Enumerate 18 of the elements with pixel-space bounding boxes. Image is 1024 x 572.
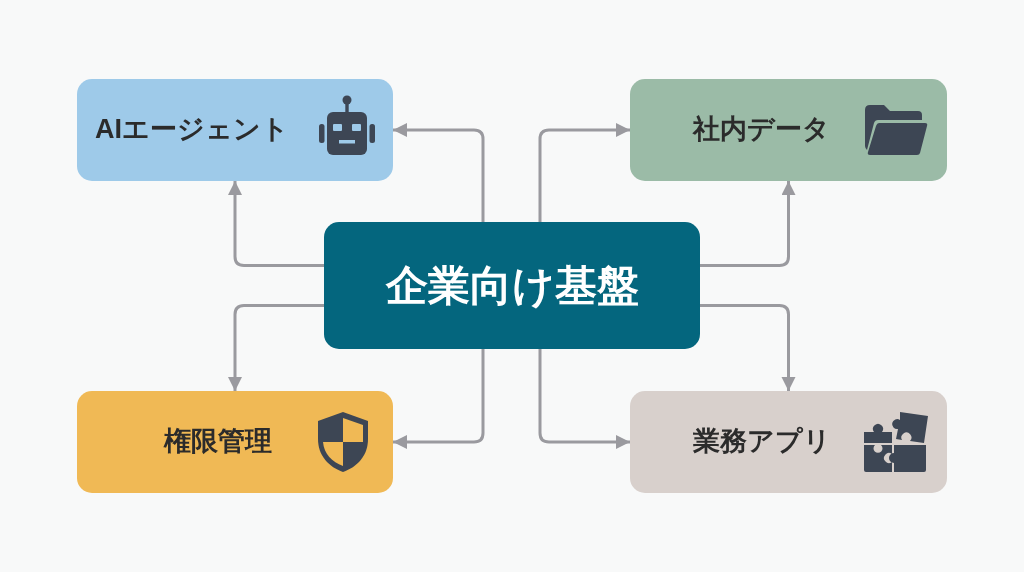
- node-label: AIエージェント: [95, 114, 289, 146]
- arrow: [538, 123, 630, 222]
- hub-box: [324, 222, 700, 349]
- node-label: 社内データ: [693, 114, 830, 146]
- node-label: 権限管理: [164, 426, 272, 458]
- node-label: 企業向け基盤: [385, 261, 639, 310]
- arrow: [393, 349, 485, 449]
- arrow: [393, 123, 485, 222]
- arrow: [700, 304, 796, 391]
- arrow: [228, 304, 324, 391]
- category-box: [77, 79, 393, 181]
- arrow: [538, 349, 630, 449]
- arrow: [228, 181, 324, 267]
- node-label: 業務アプリ: [693, 426, 831, 458]
- category-box: [77, 391, 393, 493]
- category-box: [630, 391, 947, 493]
- category-box: [630, 79, 947, 181]
- arrow: [700, 181, 796, 267]
